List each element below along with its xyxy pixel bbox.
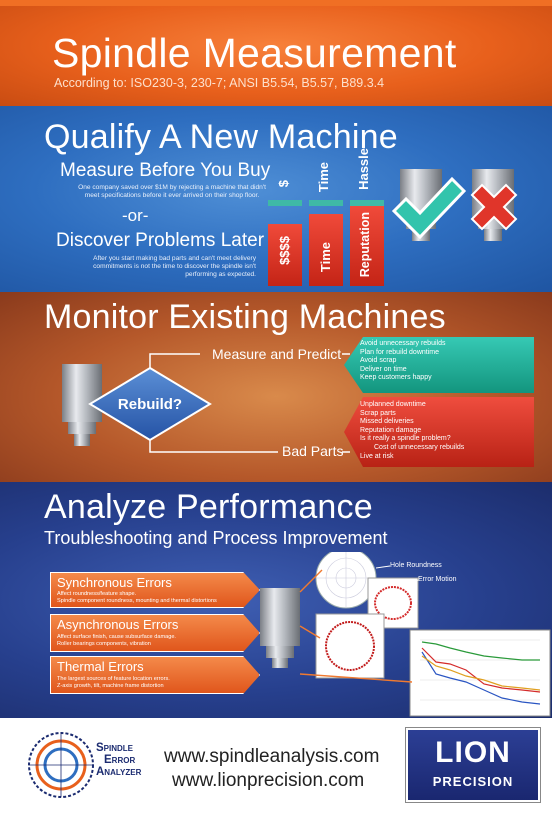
error-desc-line: Roller bearings components, vibration	[57, 640, 151, 647]
error-title: Thermal Errors	[57, 659, 144, 674]
hole-roundness-label: Hole Roundness	[390, 562, 442, 569]
benefits-box	[344, 337, 534, 393]
error-title: Asynchronous Errors	[57, 617, 179, 632]
discover-text-line: commitments is not the time to discover …	[93, 263, 256, 270]
error-desc-line: The largest sources of feature location …	[57, 676, 170, 682]
measure-predict-label: Measure and Predict	[212, 346, 342, 362]
spindle-comparison-graphic	[392, 169, 518, 241]
spindle-error-analyzer-logo-icon	[28, 732, 94, 798]
bar-bottom-label-2: Time	[318, 242, 333, 273]
cost-item: Scrap parts	[360, 409, 396, 417]
error-desc-line: Z-axis growth, tilt, machine frame disto…	[57, 682, 164, 689]
time-bar	[309, 214, 343, 286]
brand-name: LION	[435, 736, 511, 769]
error-motion-label: Error Motion	[418, 576, 457, 583]
monitor-title: Monitor Existing Machines	[44, 298, 446, 336]
benefit-item: Avoid scrap	[360, 357, 397, 365]
error-desc-line: Spindle component roundness, mounting an…	[57, 597, 217, 604]
cost-item: Is it really a spindle problem?	[360, 435, 451, 443]
header-banner: Spindle Measurement According to: ISO230…	[0, 0, 552, 106]
error-desc-line: Affect surface finish, cause subsurface …	[57, 634, 176, 640]
x-mark-icon	[470, 183, 518, 231]
bar-bottom-label-1: $$$$	[277, 236, 292, 265]
error-desc: The largest sources of feature location …	[57, 676, 170, 689]
benefit-item: Keep customers happy	[360, 374, 432, 382]
error-desc-line: Affect roundness/feature shape.	[57, 591, 137, 597]
costs-list: Unplanned downtime Scrap parts Missed de…	[360, 401, 464, 461]
error-desc: Affect roundness/feature shape. Spindle …	[57, 591, 217, 604]
spindle-icon	[260, 588, 300, 668]
analysis-graphics	[260, 552, 551, 717]
brand-subname: PRECISION	[432, 774, 514, 789]
qualify-title: Qualify A New Machine	[44, 118, 398, 156]
synchronous-errors-tab: Synchronous Errors Affect roundness/feat…	[50, 572, 260, 608]
lion-precision-logo: LION PRECISION	[406, 728, 540, 802]
analyze-subtitle: Troubleshooting and Process Improvement	[44, 528, 388, 548]
discover-heading: Discover Problems Later	[56, 230, 265, 251]
roundness-plot-thumbnail	[315, 613, 385, 679]
discover-text: After you start making bad parts and can…	[58, 255, 256, 279]
benefits-list: Avoid unnecessary rebuilds Plan for rebu…	[360, 340, 445, 383]
discover-text-line: After you start making bad parts and can…	[93, 255, 256, 262]
logo-line: Spindle	[96, 742, 134, 754]
hassle-bar	[350, 206, 384, 286]
lionprecision-link[interactable]: www.lionprecision.com	[172, 770, 365, 791]
rebuild-flowchart	[62, 353, 350, 453]
bar-top-label-3: Hassle	[356, 148, 371, 190]
measure-text-line: One company saved over $1M by rejecting …	[78, 184, 266, 191]
bar-cap	[350, 200, 384, 206]
polar-plot-thumbnail	[315, 552, 377, 609]
measure-heading: Measure Before You Buy	[60, 160, 271, 181]
measure-text-line: meet specifications before it ever arriv…	[84, 192, 260, 199]
error-title: Synchronous Errors	[57, 575, 172, 590]
benefit-item: Deliver on time	[360, 365, 407, 373]
sea-logo-text: Spindle Error Analyzer	[96, 742, 141, 778]
bar-cap	[268, 200, 302, 206]
analyze-title: Analyze Performance	[44, 488, 373, 526]
cost-bar	[268, 224, 302, 286]
bar-top-label-1: $	[276, 180, 291, 188]
page-title: Spindle Measurement	[52, 30, 457, 76]
costs-box	[344, 397, 534, 467]
rebuild-decision-label: Rebuild?	[117, 396, 183, 413]
asynchronous-errors-tab: Asynchronous Errors Affect surface finis…	[50, 614, 260, 652]
benefit-item: Plan for rebuild downtime	[360, 348, 439, 356]
bar-bottom-label-3: Reputation	[358, 212, 372, 278]
error-desc: Affect surface finish, cause subsurface …	[57, 634, 176, 647]
cost-item: Missed deliveries	[360, 418, 414, 426]
logo-line: Analyzer	[96, 766, 142, 778]
discover-text-line: performing as expected.	[185, 271, 256, 278]
cost-item: Live at risk	[360, 452, 394, 460]
bar-cap	[309, 200, 343, 206]
cost-item: Cost of unnecessary rebuilds	[374, 443, 465, 451]
cost-item: Unplanned downtime	[360, 401, 426, 408]
spindle-icon	[62, 364, 102, 446]
spindleanalysis-link[interactable]: www.spindleanalysis.com	[164, 746, 380, 767]
cost-item: Reputation damage	[360, 426, 422, 434]
logo-line: Error	[104, 754, 136, 766]
measure-text: One company saved over $1M by rejecting …	[52, 184, 292, 200]
standards-subtitle: According to: ISO230-3, 230-7; ANSI B5.5…	[54, 76, 385, 90]
bad-parts-label: Bad Parts	[282, 443, 344, 459]
bar-top-label-2: Time	[316, 162, 331, 193]
checkmark-icon	[392, 176, 467, 240]
thermal-errors-tab: Thermal Errors The largest sources of fe…	[50, 656, 260, 694]
or-divider: -or-	[122, 206, 149, 225]
benefit-item: Avoid unnecessary rebuilds	[360, 340, 446, 347]
thermal-plot-thumbnail	[409, 629, 551, 717]
